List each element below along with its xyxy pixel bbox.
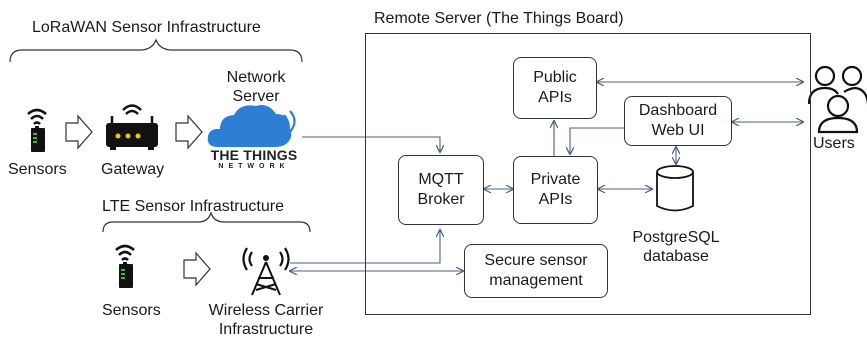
arrow-carrier-to-mqtt bbox=[290, 230, 440, 264]
arrow-dashboard-to-private bbox=[570, 127, 625, 154]
network-server-label: Network Server bbox=[218, 68, 294, 106]
database-icon bbox=[656, 165, 694, 212]
postgres-line1: PostgreSQL bbox=[632, 229, 720, 246]
ttn-logo-line2: NETWORK bbox=[218, 163, 290, 170]
gateway-label: Gateway bbox=[101, 161, 165, 178]
lorawan-sensors-label: Sensors bbox=[8, 161, 67, 178]
hollow-arrow-3 bbox=[183, 251, 211, 287]
postgres-line2: database bbox=[643, 248, 709, 265]
public-apis-line1: Public bbox=[533, 69, 577, 86]
network-server-line2: Server bbox=[232, 88, 280, 105]
dashboard-line1: Dashboard bbox=[638, 102, 718, 119]
mqtt-broker-box: MQTT Broker bbox=[398, 155, 484, 225]
cloud-icon bbox=[207, 105, 296, 147]
cell-tower-icon bbox=[242, 247, 290, 296]
carrier-line2: Infrastructure bbox=[218, 321, 314, 338]
hollow-arrow-1 bbox=[65, 114, 93, 150]
ttn-logo-line1: THE THINGS bbox=[210, 147, 298, 163]
lorawan-brace bbox=[9, 38, 303, 63]
lte-sensor-icon bbox=[115, 244, 135, 288]
carrier-line1: Wireless Carrier bbox=[208, 302, 324, 319]
lte-title: LTE Sensor Infrastructure bbox=[102, 198, 284, 215]
public-apis-line2: APIs bbox=[538, 89, 572, 106]
remote-server-frame bbox=[365, 33, 811, 315]
network-server-line1: Network bbox=[226, 69, 286, 86]
private-apis-line2: APIs bbox=[538, 191, 573, 208]
mqtt-line2: Broker bbox=[417, 191, 465, 208]
lte-brace bbox=[102, 211, 311, 233]
lorawan-sensor-icon bbox=[27, 108, 47, 152]
lte-sensors-label: Sensors bbox=[102, 302, 161, 319]
arrow-ttn-to-mqtt bbox=[302, 136, 440, 152]
users-label: Users bbox=[813, 135, 855, 152]
secure-line2: management bbox=[489, 272, 583, 289]
carrier-label: Wireless Carrier Infrastructure bbox=[196, 301, 336, 339]
lorawan-title: LoRaWAN Sensor Infrastructure bbox=[32, 19, 261, 36]
ttn-logo: THE THINGS NETWORK bbox=[206, 148, 302, 171]
hollow-arrow-2 bbox=[175, 114, 203, 150]
server-title: Remote Server (The Things Board) bbox=[374, 10, 624, 27]
dashboard-line2: Web UI bbox=[651, 122, 705, 139]
connectors bbox=[290, 82, 803, 271]
private-apis-line1: Private bbox=[530, 171, 581, 188]
postgres-label: PostgreSQL database bbox=[620, 228, 732, 266]
gateway-router-icon bbox=[106, 104, 158, 150]
secure-management-box: Secure sensor management bbox=[464, 244, 608, 298]
secure-line1: Secure sensor bbox=[484, 252, 588, 269]
mqtt-line1: MQTT bbox=[418, 171, 464, 188]
users-icon bbox=[807, 65, 867, 134]
